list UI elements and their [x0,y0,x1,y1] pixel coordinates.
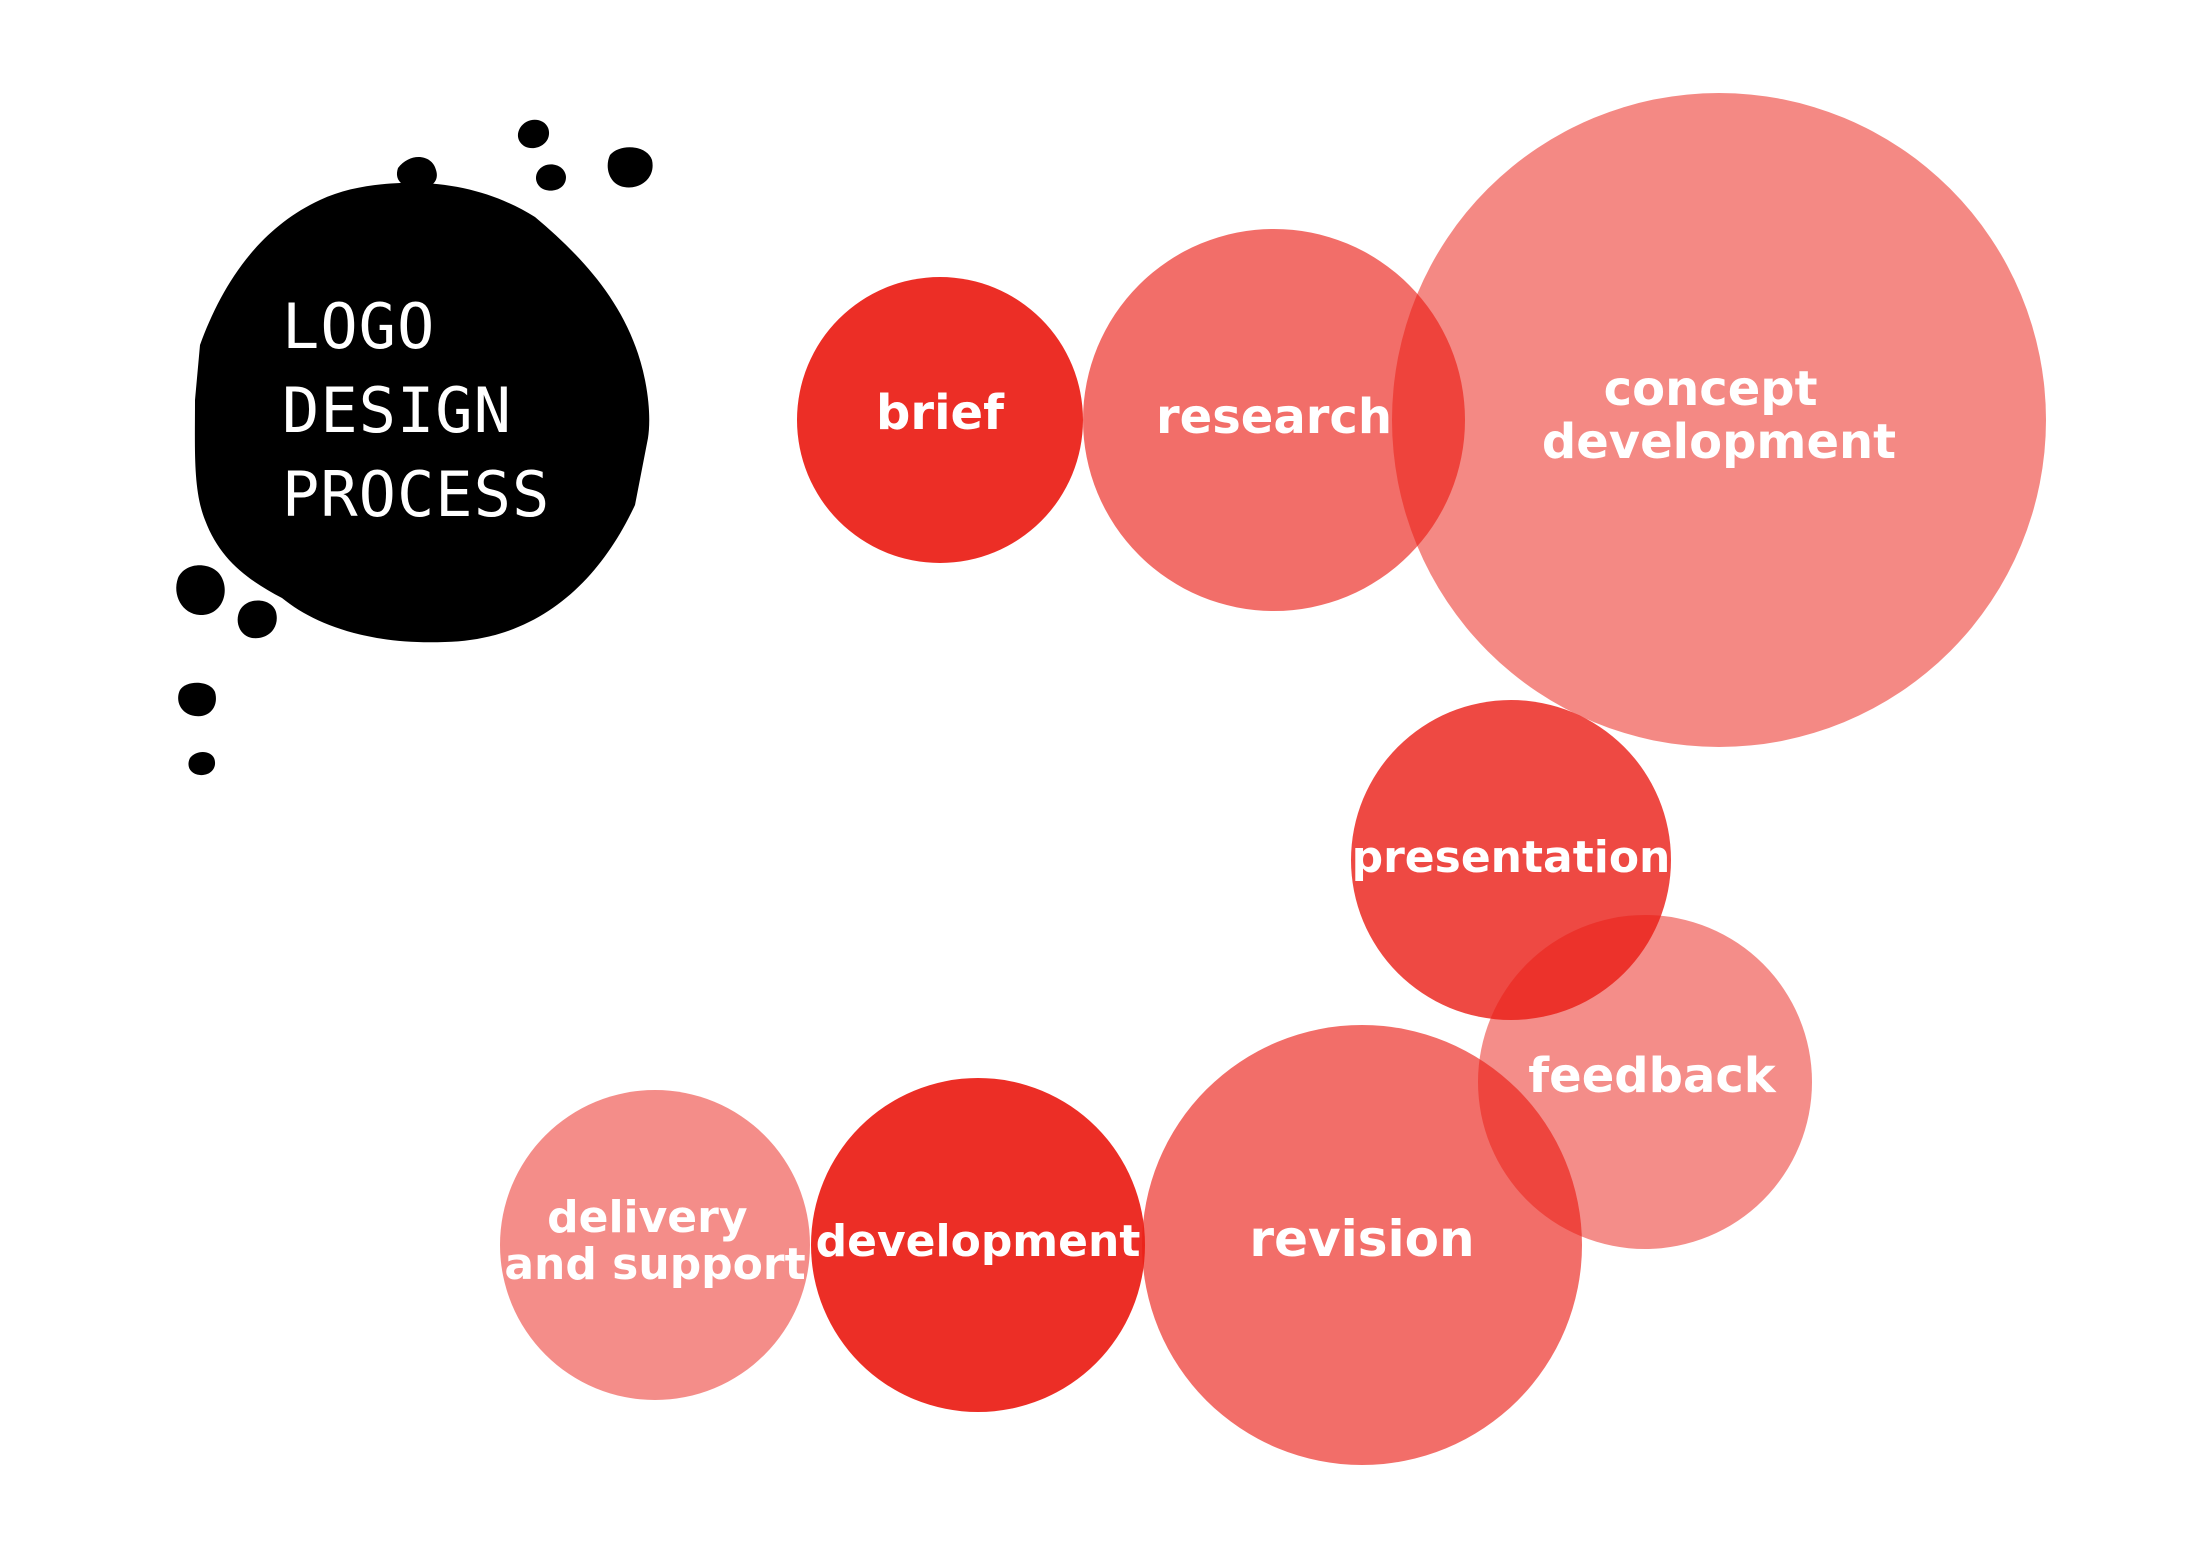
label-delivery-and-support: delivery and support [504,1192,805,1290]
title-line-1: LOGO [282,290,435,363]
process-bubbles: brief research concept development prese… [500,93,2046,1465]
title-line-2: DESIGN [282,374,512,447]
step-revision: revision [1142,1025,1582,1465]
step-research: research [1083,229,1465,611]
step-delivery-and-support: delivery and support [500,1090,810,1400]
ink-blob-bump [396,156,437,189]
bubble-development [811,1078,1145,1412]
label-research: research [1156,389,1392,445]
label-development: development [816,1216,1141,1267]
ink-dots [176,119,653,776]
label-brief: brief [876,385,1005,441]
label-revision: revision [1249,1210,1474,1268]
bubble-concept-development [1392,93,2046,747]
step-development: development [811,1078,1145,1412]
bubble-delivery-and-support [500,1090,810,1400]
step-concept-development: concept development [1392,93,2046,747]
bubble-revision [1142,1025,1582,1465]
title-line-3: PROCESS [282,458,550,531]
ink-blob [194,182,650,643]
label-presentation: presentation [1352,832,1671,883]
bubble-brief [797,277,1083,563]
label-concept-development: concept development [1542,361,1896,470]
step-brief: brief [797,277,1083,563]
bubble-research [1083,229,1465,611]
title-blob: LOGO DESIGN PROCESS [176,119,653,776]
label-feedback: feedback [1528,1048,1777,1104]
